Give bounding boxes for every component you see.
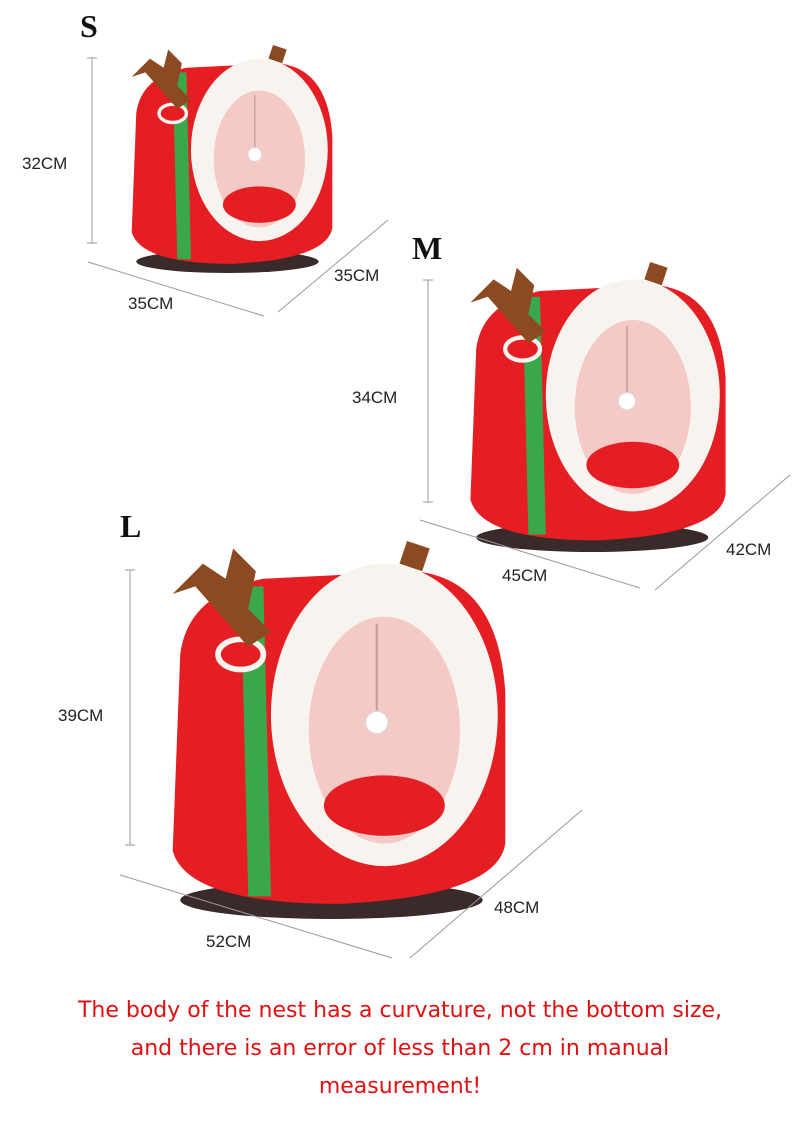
size-m-width: 45CM <box>502 566 548 585</box>
size-m-depth: 42CM <box>726 540 772 559</box>
size-s-width: 35CM <box>128 294 174 313</box>
size-s-depth: 35CM <box>334 266 380 285</box>
size-m-label: M <box>412 230 443 266</box>
size-s-height: 32CM <box>22 154 68 173</box>
note-line-3: measurement! <box>318 1074 482 1099</box>
size-m-height: 34CM <box>352 388 398 407</box>
measurement-note: The body of the nest has a curvature, no… <box>40 992 760 1106</box>
note-line-2: and there is an error of less than 2 cm … <box>130 1036 670 1061</box>
size-l-height: 39CM <box>58 706 104 725</box>
size-s-label: S <box>80 8 98 44</box>
note-line-1: The body of the nest has a curvature, no… <box>77 998 723 1023</box>
size-l-label: L <box>120 508 142 544</box>
size-l-width: 52CM <box>206 932 252 951</box>
size-l-depth: 48CM <box>494 898 540 917</box>
